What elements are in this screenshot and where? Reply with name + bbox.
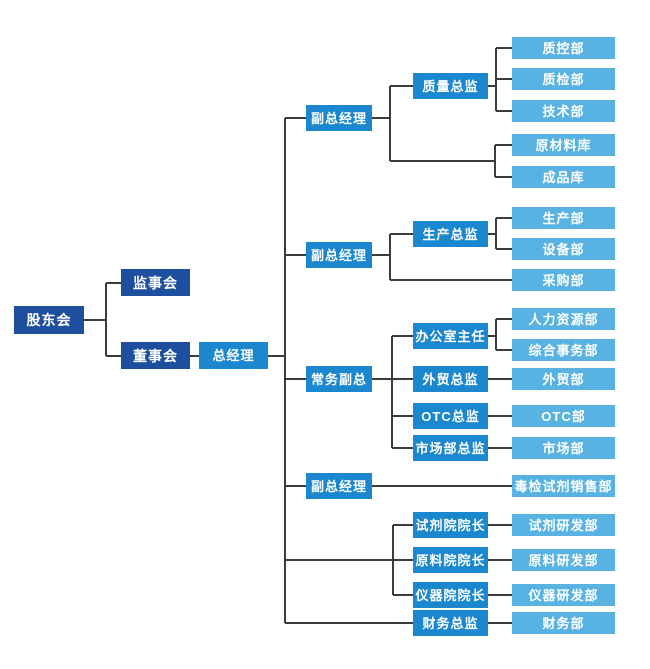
org-node-finance-dept: 财务部 — [512, 612, 615, 634]
org-node-general-manager: 总经理 — [199, 342, 268, 369]
org-node-material-rd-dept: 原料研发部 — [512, 549, 615, 571]
edge-trade-otc-market — [488, 378, 512, 449]
org-node-shareholders: 股东会 — [14, 306, 84, 334]
org-node-equipment-dept: 设备部 — [512, 238, 615, 260]
org-node-production-dept: 生产部 — [512, 207, 615, 229]
org-node-instrument-institute-dean: 仪器院院长 — [413, 582, 488, 608]
edge-deans-junction — [392, 524, 413, 596]
org-node-board-of-directors: 董事会 — [121, 342, 190, 369]
edge-deputy1-split — [372, 85, 512, 178]
edge-trunk-stubs — [285, 117, 413, 624]
org-node-finished-goods-warehouse: 成品库 — [512, 166, 615, 188]
org-node-reagent-institute-dean: 试剂院院长 — [413, 512, 488, 538]
org-node-deputy-gm-1: 副总经理 — [306, 105, 372, 131]
edge-deans-rd — [488, 524, 512, 596]
org-node-finance-director: 财务总监 — [413, 610, 488, 636]
edge-production-split — [488, 217, 512, 250]
org-node-otc-director: OTC总监 — [413, 403, 488, 429]
org-node-foreign-trade-dept: 外贸部 — [512, 368, 615, 390]
org-node-hr-dept: 人力资源部 — [512, 308, 615, 330]
org-node-purchasing-dept: 采购部 — [512, 269, 615, 291]
edge-quality-split — [488, 47, 512, 112]
org-node-material-institute-dean: 原料院院长 — [413, 547, 488, 573]
org-node-marketing-dept: 市场部 — [512, 437, 615, 459]
org-node-inspection-dept: 质检部 — [512, 68, 615, 90]
edge-deputy2-split — [372, 233, 512, 281]
org-node-raw-material-warehouse: 原材料库 — [512, 134, 615, 156]
org-node-office-director: 办公室主任 — [413, 323, 488, 349]
org-node-deputy-gm-2: 副总经理 — [306, 242, 372, 268]
org-node-toxin-reagent-sales-dept: 毒检试剂销售部 — [512, 475, 615, 497]
org-node-technology-dept: 技术部 — [512, 100, 615, 122]
org-node-deputy-gm-3: 副总经理 — [306, 473, 372, 499]
org-node-otc-dept: OTC部 — [512, 405, 615, 427]
org-node-qc-dept: 质控部 — [512, 37, 615, 59]
org-node-marketing-director: 市场部总监 — [413, 435, 488, 461]
org-node-supervisory-board: 监事会 — [121, 269, 190, 296]
org-node-general-affairs-dept: 综合事务部 — [512, 339, 615, 361]
org-node-reagent-rd-dept: 试剂研发部 — [512, 514, 615, 536]
org-node-production-director: 生产总监 — [413, 221, 488, 247]
edge-office-split — [488, 318, 512, 351]
org-node-executive-deputy-gm: 常务副总 — [306, 366, 372, 392]
edge-executive-split — [372, 335, 413, 449]
edge-shareholders-boards — [84, 282, 121, 357]
org-node-instrument-rd-dept: 仪器研发部 — [512, 584, 615, 606]
org-node-quality-director: 质量总监 — [413, 73, 488, 99]
org-node-foreign-trade-director: 外贸总监 — [413, 366, 488, 392]
